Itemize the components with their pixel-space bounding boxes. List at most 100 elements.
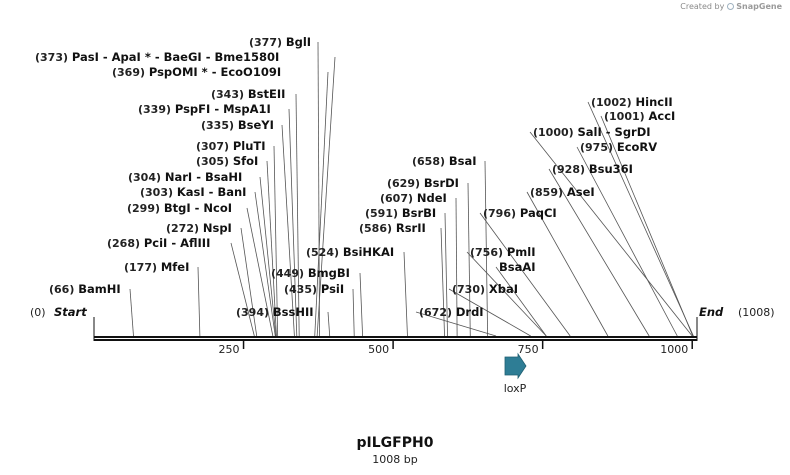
site-label[interactable]: (339) PspFI - MspA1I [138, 102, 271, 116]
site-label-text[interactable]: (299) BtgI - NcoI [127, 201, 232, 215]
enzyme-name[interactable]: BtgI [164, 201, 191, 215]
enzyme-name[interactable]: XbaI [489, 282, 518, 296]
site-label-text[interactable]: (394) BssHII [236, 305, 314, 319]
site-label[interactable]: (796) PaqCI [483, 206, 557, 220]
site-label-text[interactable]: (975) EcoRV [580, 140, 657, 154]
enzyme-name[interactable]: BsaAI [499, 260, 536, 274]
site-label-text[interactable]: (730) XbaI [452, 282, 518, 296]
site-label-text[interactable]: (591) BsrBI [365, 206, 436, 220]
enzyme-name[interactable]: BamHI [78, 282, 120, 296]
site-label-text[interactable]: (177) MfeI [124, 260, 189, 274]
enzyme-name[interactable]: BaeGI [164, 50, 202, 64]
enzyme-name[interactable]: BsrBI [402, 206, 436, 220]
site-label[interactable]: (730) XbaI [452, 282, 518, 296]
enzyme-name[interactable]: BsiHKAI [343, 245, 394, 259]
site-label-text[interactable]: (373) PasI - ApaI * - BaeGI - Bme1580I [35, 50, 279, 64]
site-label-text[interactable]: (756) PmlI [470, 245, 536, 259]
site-label[interactable]: (449) BmgBI [271, 266, 350, 280]
site-label[interactable]: (335) BseYI [201, 118, 274, 132]
enzyme-name[interactable]: Bsu36I [589, 162, 633, 176]
site-label-text[interactable]: (304) NarI - BsaHI [128, 170, 242, 184]
enzyme-name[interactable]: BanI [217, 185, 246, 199]
enzyme-name[interactable]: DrdI [456, 305, 484, 319]
site-label[interactable]: (435) PsiI [284, 282, 344, 296]
enzyme-name[interactable]: AflIII [180, 236, 210, 250]
enzyme-name[interactable]: KasI [177, 185, 205, 199]
site-label-text[interactable]: (339) PspFI - MspA1I [138, 102, 271, 116]
enzyme-name[interactable]: PaqCI [520, 206, 557, 220]
site-label[interactable]: (629) BsrDI [387, 176, 459, 190]
site-label-text[interactable]: (377) BglI [249, 35, 311, 49]
enzyme-name[interactable]: NarI [165, 170, 192, 184]
site-label-text[interactable]: (859) AseI [530, 185, 595, 199]
site-label[interactable]: (66) BamHI [49, 282, 121, 296]
site-label-text[interactable]: (305) SfoI [196, 154, 258, 168]
enzyme-name[interactable]: BmgBI [308, 266, 350, 280]
enzyme-name[interactable]: MspA1I [223, 102, 271, 116]
site-label[interactable]: (394) BssHII [236, 305, 314, 319]
enzyme-name[interactable]: PsiI [321, 282, 344, 296]
enzyme-name[interactable]: PspOMI [149, 65, 198, 79]
enzyme-name[interactable]: NdeI [417, 191, 447, 205]
site-label-text[interactable]: (672) DrdI [419, 305, 484, 319]
site-label[interactable]: (658) BsaI [412, 154, 477, 168]
enzyme-name[interactable]: SgrDI [615, 125, 651, 139]
site-label[interactable]: (299) BtgI - NcoI [127, 201, 232, 215]
enzyme-name[interactable]: PmlI [507, 245, 536, 259]
enzyme-name[interactable]: SalI [578, 125, 602, 139]
enzyme-name[interactable]: RsrII [396, 221, 426, 235]
enzyme-name[interactable]: PspFI [175, 102, 210, 116]
loxp-arrow-icon[interactable] [504, 352, 527, 380]
enzyme-name[interactable]: SfoI [233, 154, 258, 168]
enzyme-name[interactable]: NcoI [203, 201, 232, 215]
site-label[interactable]: (303) KasI - BanI [140, 185, 246, 199]
enzyme-name[interactable]: HincII [636, 95, 673, 109]
enzyme-name[interactable]: ApaI [112, 50, 141, 64]
site-label[interactable]: (1001) AccI [604, 109, 675, 123]
site-label[interactable]: (272) NspI [166, 221, 232, 235]
site-label-text[interactable]: (307) PluTI [196, 139, 266, 153]
site-label-text[interactable]: (435) PsiI [284, 282, 344, 296]
enzyme-name[interactable]: BseYI [238, 118, 274, 132]
enzyme-name[interactable]: PluTI [233, 139, 266, 153]
site-label-text[interactable]: (928) Bsu36I [552, 162, 633, 176]
enzyme-name[interactable]: BsaI [449, 154, 477, 168]
site-label-text[interactable]: (1001) AccI [604, 109, 675, 123]
site-label-text[interactable]: (1000) SalI - SgrDI [533, 125, 651, 139]
site-label[interactable]: (369) PspOMI * - EcoO109I [112, 65, 281, 79]
enzyme-name[interactable]: EcoO109I [220, 65, 281, 79]
site-label[interactable]: (672) DrdI [419, 305, 484, 319]
site-label-text[interactable]: (1002) HincII [591, 95, 673, 109]
site-label-text[interactable]: (449) BmgBI [271, 266, 350, 280]
site-label-text[interactable]: (272) NspI [166, 221, 232, 235]
feature-loxp[interactable]: loxP [504, 352, 527, 395]
site-label[interactable]: (756) PmlI [470, 245, 536, 259]
enzyme-name[interactable]: PasI [72, 50, 99, 64]
site-label[interactable]: (1002) HincII [591, 95, 673, 109]
site-label[interactable]: (377) BglI [249, 35, 311, 49]
enzyme-name[interactable]: BstEII [248, 87, 286, 101]
site-label[interactable]: (177) MfeI [124, 260, 189, 274]
site-label[interactable]: (607) NdeI [380, 191, 447, 205]
enzyme-name[interactable]: BsaHI [205, 170, 242, 184]
site-label[interactable]: (586) RsrII [359, 221, 426, 235]
site-label[interactable]: (304) NarI - BsaHI [128, 170, 242, 184]
site-label[interactable]: (343) BstEII [211, 87, 285, 101]
site-label[interactable]: (859) AseI [530, 185, 595, 199]
site-label-text[interactable]: (343) BstEII [211, 87, 285, 101]
site-label-text[interactable]: BsaAI [499, 260, 536, 274]
site-label-text[interactable]: (629) BsrDI [387, 176, 459, 190]
enzyme-name[interactable]: EcoRV [617, 140, 657, 154]
site-label-text[interactable]: (335) BseYI [201, 118, 274, 132]
site-label[interactable]: (1000) SalI - SgrDI [533, 125, 651, 139]
site-label-text[interactable]: (796) PaqCI [483, 206, 557, 220]
enzyme-name[interactable]: NspI [203, 221, 232, 235]
site-label-text[interactable]: (66) BamHI [49, 282, 121, 296]
enzyme-name[interactable]: PciI [144, 236, 167, 250]
site-label-text[interactable]: (586) RsrII [359, 221, 426, 235]
site-label[interactable]: (524) BsiHKAI [306, 245, 394, 259]
site-label-text[interactable]: (658) BsaI [412, 154, 477, 168]
site-label-text[interactable]: (268) PciI - AflIII [107, 236, 210, 250]
site-label-text[interactable]: (303) KasI - BanI [140, 185, 246, 199]
enzyme-name[interactable]: BssHII [273, 305, 314, 319]
